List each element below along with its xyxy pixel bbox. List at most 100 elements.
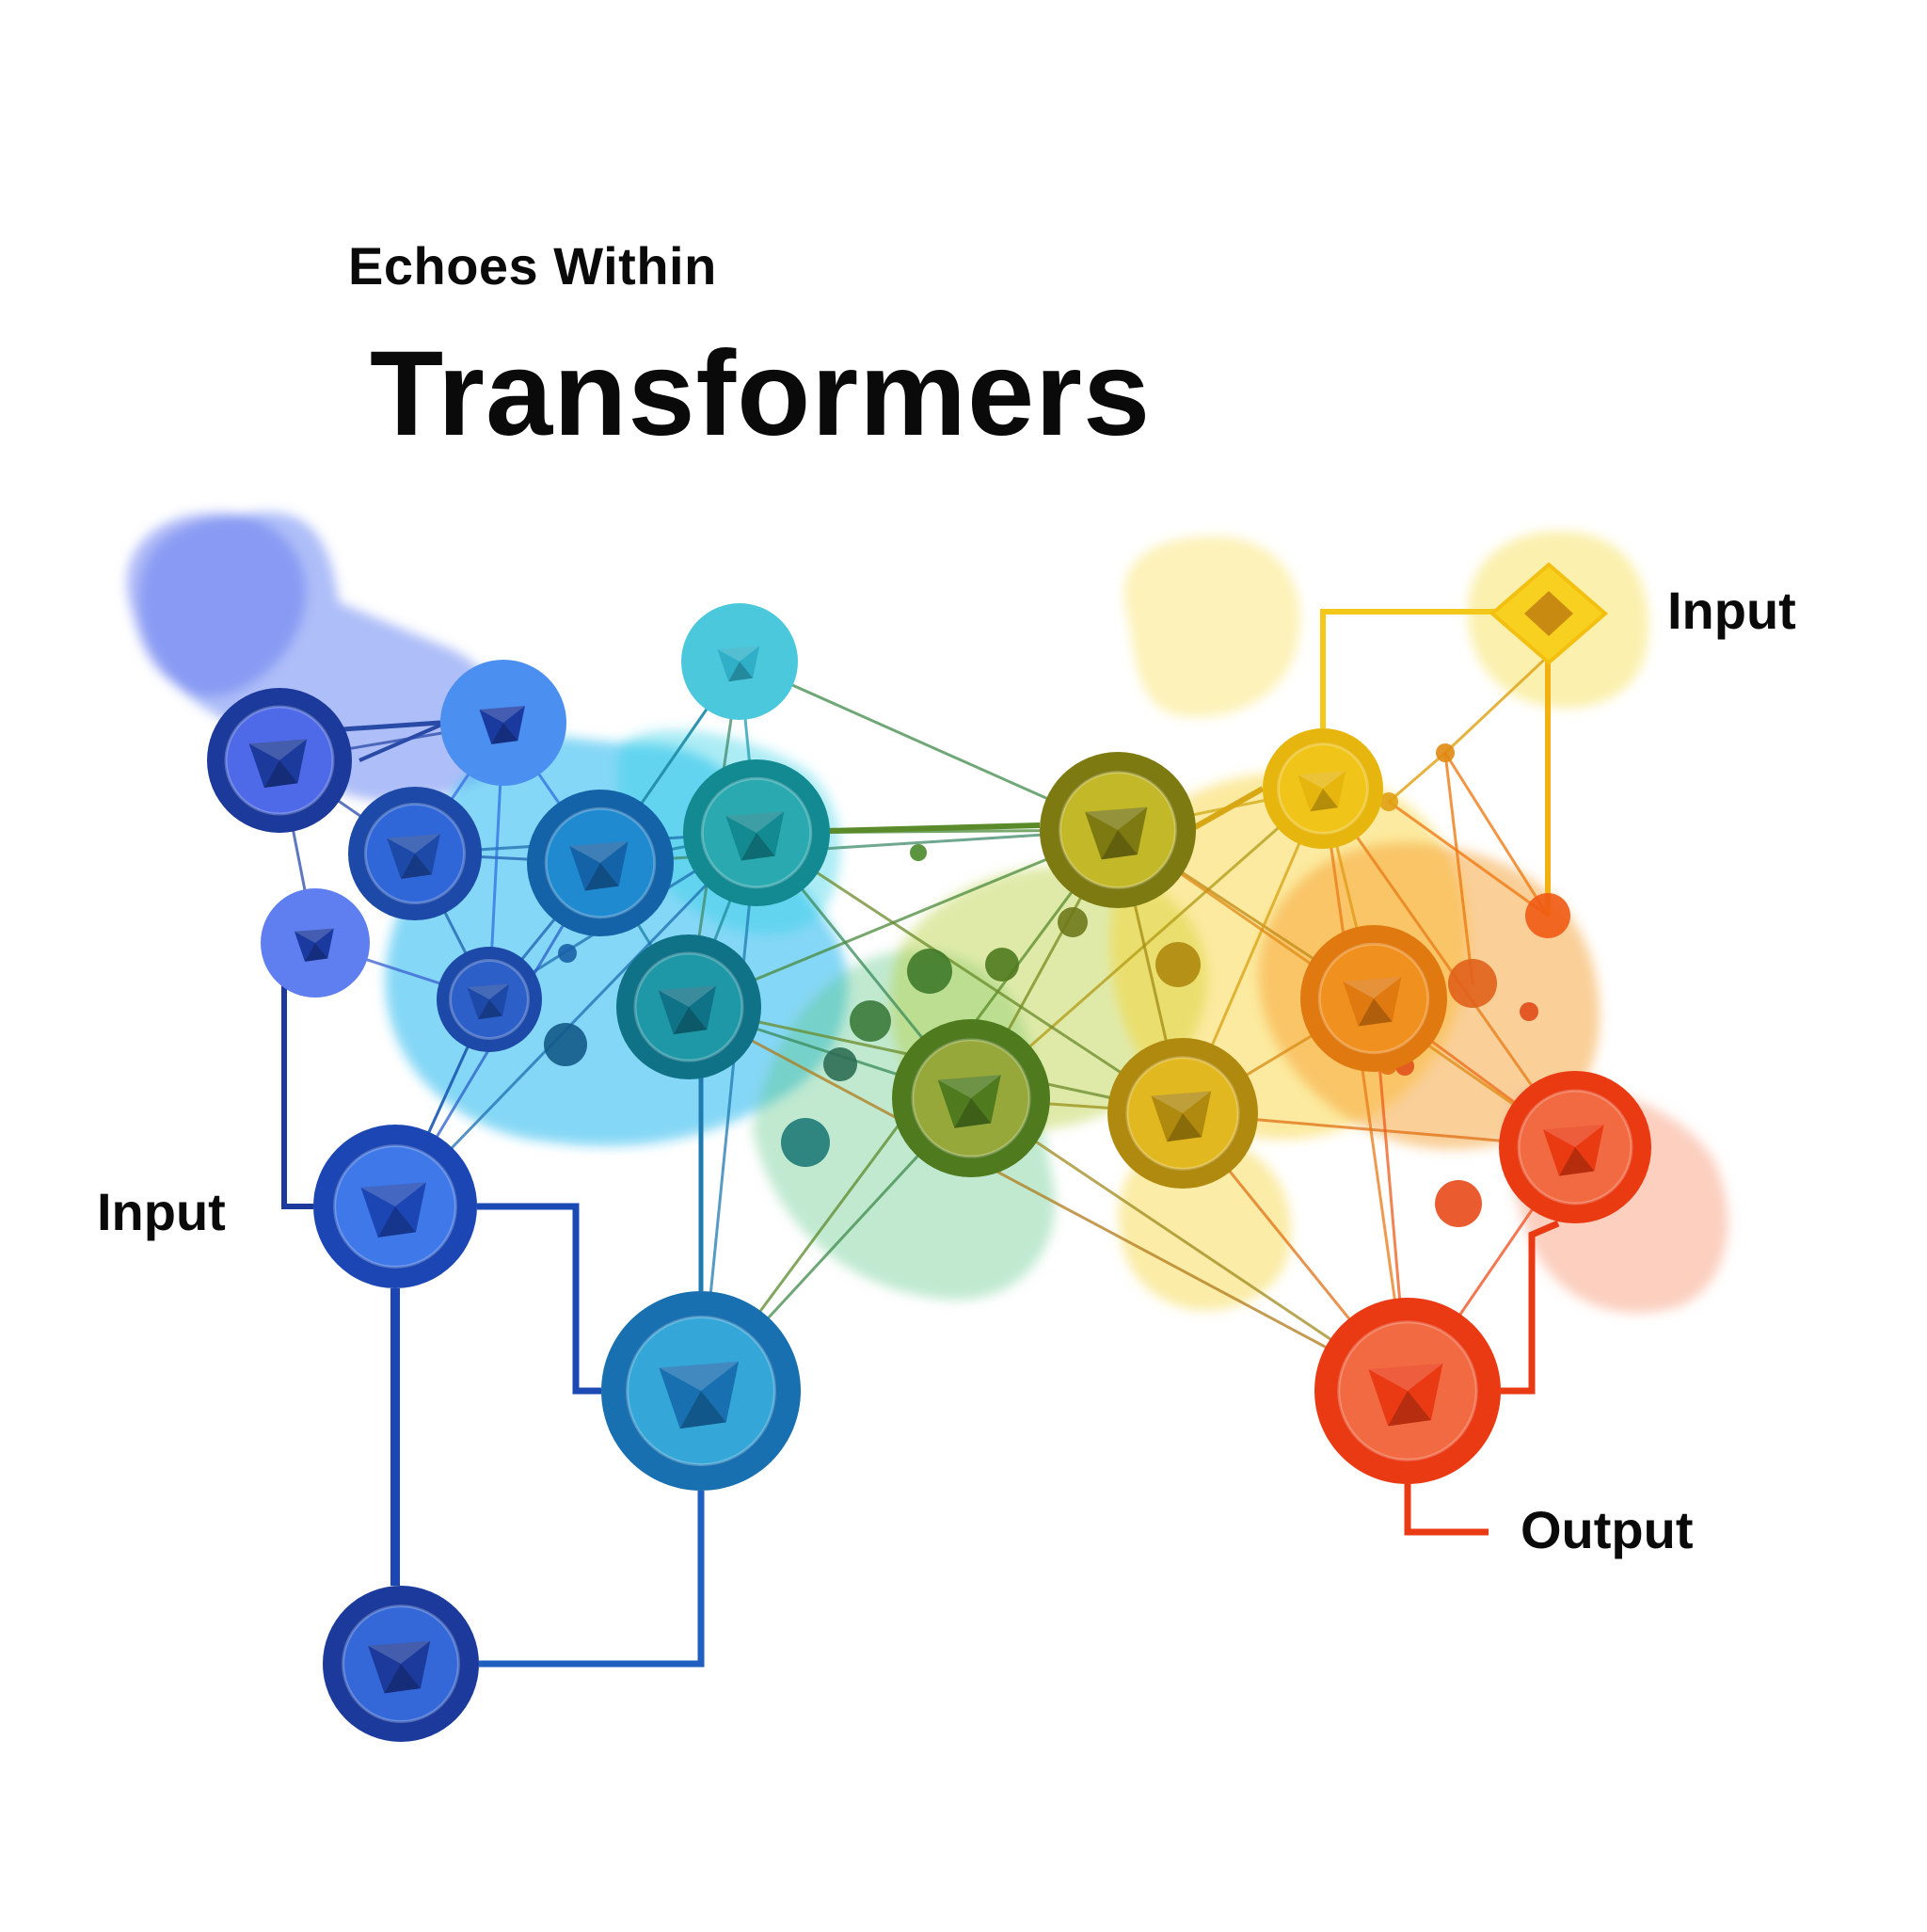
input-diamond-core-icon (1524, 591, 1573, 636)
faceted-diamond-icon (479, 706, 525, 744)
gem-facet (1101, 830, 1138, 860)
input-label-right: Input (1667, 581, 1796, 640)
node-highlight (449, 959, 530, 1040)
node-highlight (1277, 742, 1369, 835)
node-highlight (224, 705, 335, 816)
faceted-diamond-icon (1085, 806, 1148, 860)
gem-facet (1167, 1113, 1202, 1142)
purple-blue-blob (126, 513, 307, 697)
gem-facet (1358, 998, 1393, 1027)
junction-dot (544, 1023, 587, 1066)
gem-shape (1085, 806, 1148, 860)
network-node (261, 888, 370, 998)
node-highlight (544, 806, 657, 919)
gem-facet (387, 834, 440, 854)
network-node (1040, 752, 1196, 908)
node-highlight (911, 1038, 1031, 1158)
network-node (892, 1019, 1050, 1177)
network-node (348, 787, 482, 920)
node-highlight (633, 951, 744, 1062)
network-node (440, 660, 566, 786)
connection-line (1387, 751, 1447, 804)
faceted-diamond-icon (717, 646, 760, 682)
junction-dot (850, 1000, 891, 1042)
junction-dot (1436, 743, 1455, 762)
node-highlight (342, 1605, 460, 1723)
gem-shape (368, 1640, 431, 1694)
gem-shape (1542, 1125, 1604, 1176)
gem-shape (1298, 771, 1346, 812)
gem-facet (377, 1206, 416, 1237)
diagram-kicker: Echoes Within (348, 236, 717, 295)
diagram-title: Transformers (370, 327, 1152, 461)
connection-line (1443, 751, 1550, 918)
input-label-left: Input (97, 1182, 226, 1241)
output-label: Output (1521, 1500, 1694, 1559)
faceted-diamond-icon (387, 834, 440, 879)
network-node (1499, 1071, 1651, 1223)
junction-dot (1520, 1002, 1538, 1021)
gem-facet (479, 706, 525, 723)
gem-shape (467, 983, 510, 1020)
network-node (437, 947, 542, 1052)
output-bus (1404, 1484, 1489, 1536)
junction-dots (544, 562, 1609, 1227)
faceted-diamond-icon (658, 985, 717, 1035)
gem-facet (569, 841, 629, 863)
yellow-blob-top (1123, 536, 1300, 717)
gem-facet (384, 1664, 421, 1694)
gem-shape (294, 928, 334, 962)
connection-line (755, 831, 1185, 1115)
gem-shape (659, 1361, 740, 1429)
faceted-diamond-icon (294, 928, 334, 962)
gem-facet (1542, 1125, 1604, 1147)
gem-facet (1368, 1363, 1443, 1391)
network-node (323, 1586, 479, 1742)
node-highlight (1317, 942, 1430, 1055)
junction-dot (823, 1047, 857, 1081)
gem-shape (937, 1075, 1001, 1128)
faceted-diamond-icon (1151, 1091, 1212, 1142)
gem-facet (584, 863, 619, 891)
node-highlight (333, 1144, 457, 1269)
input-to-lower-bus (477, 1203, 601, 1395)
gem-shape (1343, 977, 1402, 1027)
junction-dot (781, 1118, 830, 1167)
top-left-connector-2 (358, 721, 447, 762)
network-node (527, 790, 674, 936)
node-highlight (1059, 771, 1177, 889)
faceted-diamond-icon (937, 1075, 1001, 1128)
gem-facet (725, 811, 785, 833)
bottom-bus (479, 1491, 705, 1668)
gem-facet (937, 1075, 1001, 1098)
gem-facet (673, 1007, 708, 1035)
network-node (1107, 1038, 1258, 1189)
network-node (683, 759, 830, 906)
network-node (1314, 1298, 1501, 1484)
top-input-bus (1320, 609, 1543, 728)
gem-facet (1310, 789, 1339, 812)
junction-dot (1525, 893, 1570, 938)
network-node (616, 934, 761, 1079)
node-highlight (1337, 1320, 1478, 1461)
right-feedback-bus (1501, 1220, 1560, 1395)
gem-facet (1298, 771, 1346, 789)
node-highlight (1125, 1056, 1240, 1171)
gem-facet (954, 1098, 992, 1128)
gem-facet (401, 854, 432, 879)
gem-shape (658, 985, 717, 1035)
faceted-diamond-icon (1368, 1363, 1443, 1427)
connection-line (1321, 787, 1409, 1393)
junction-dot (907, 949, 952, 994)
junction-dot (1058, 907, 1088, 937)
gem-facet (467, 983, 510, 999)
network-node (207, 688, 352, 833)
node-highlight (1517, 1089, 1633, 1206)
gem-facet (1151, 1091, 1212, 1113)
node-highlight (700, 776, 813, 889)
faceted-diamond-icon (1542, 1125, 1604, 1176)
gem-shape (569, 841, 629, 891)
faceted-diamond-icon (659, 1361, 740, 1429)
gem-facet (478, 999, 503, 1020)
